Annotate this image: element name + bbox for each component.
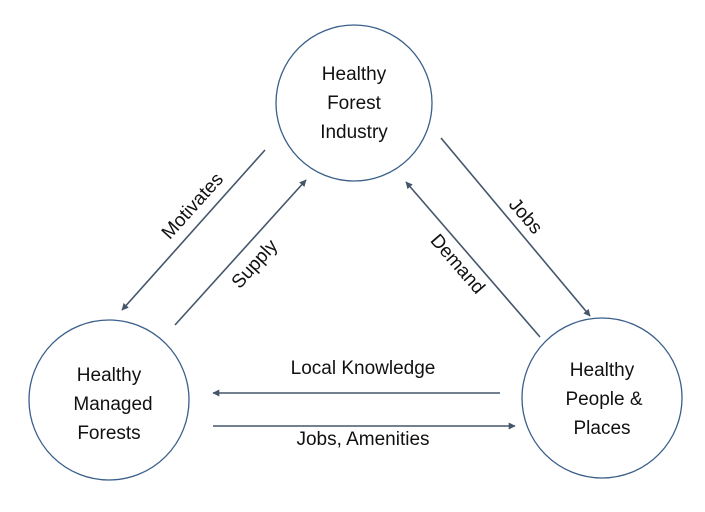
motivates-label: Motivates — [158, 169, 228, 243]
edge-supply — [174, 179, 307, 326]
edge-jobs — [440, 137, 591, 317]
jobs-label: Jobs — [504, 194, 546, 238]
node-label-line: Forests — [77, 423, 140, 444]
node-healthy-forest-industry: Healthy Forest Industry — [275, 24, 433, 182]
node-label-line: Industry — [320, 122, 388, 143]
node-label-line: Forest — [327, 93, 382, 114]
motivates-arrow — [121, 149, 266, 311]
node-label-line: Managed — [73, 394, 152, 415]
jobs-arrow — [440, 137, 591, 317]
node-healthy-managed-forests: Healthy Managed Forests — [28, 319, 190, 481]
supply-label: Supply — [228, 235, 283, 293]
node-label-line: Healthy — [77, 365, 142, 386]
edge-motivates — [121, 149, 266, 311]
node-label-line: People & — [565, 389, 642, 410]
demand-arrow — [405, 181, 541, 338]
node-label-line: Places — [573, 418, 630, 439]
supply-arrow — [174, 179, 307, 326]
jobs-amenities-label: Jobs, Amenities — [296, 429, 429, 450]
local-knowledge-label: Local Knowledge — [291, 358, 436, 379]
edge-demand — [405, 181, 541, 338]
node-healthy-people-places: Healthy People & Places — [521, 317, 683, 479]
node-label-line: Healthy — [570, 360, 635, 381]
node-label-line: Healthy — [322, 64, 387, 85]
